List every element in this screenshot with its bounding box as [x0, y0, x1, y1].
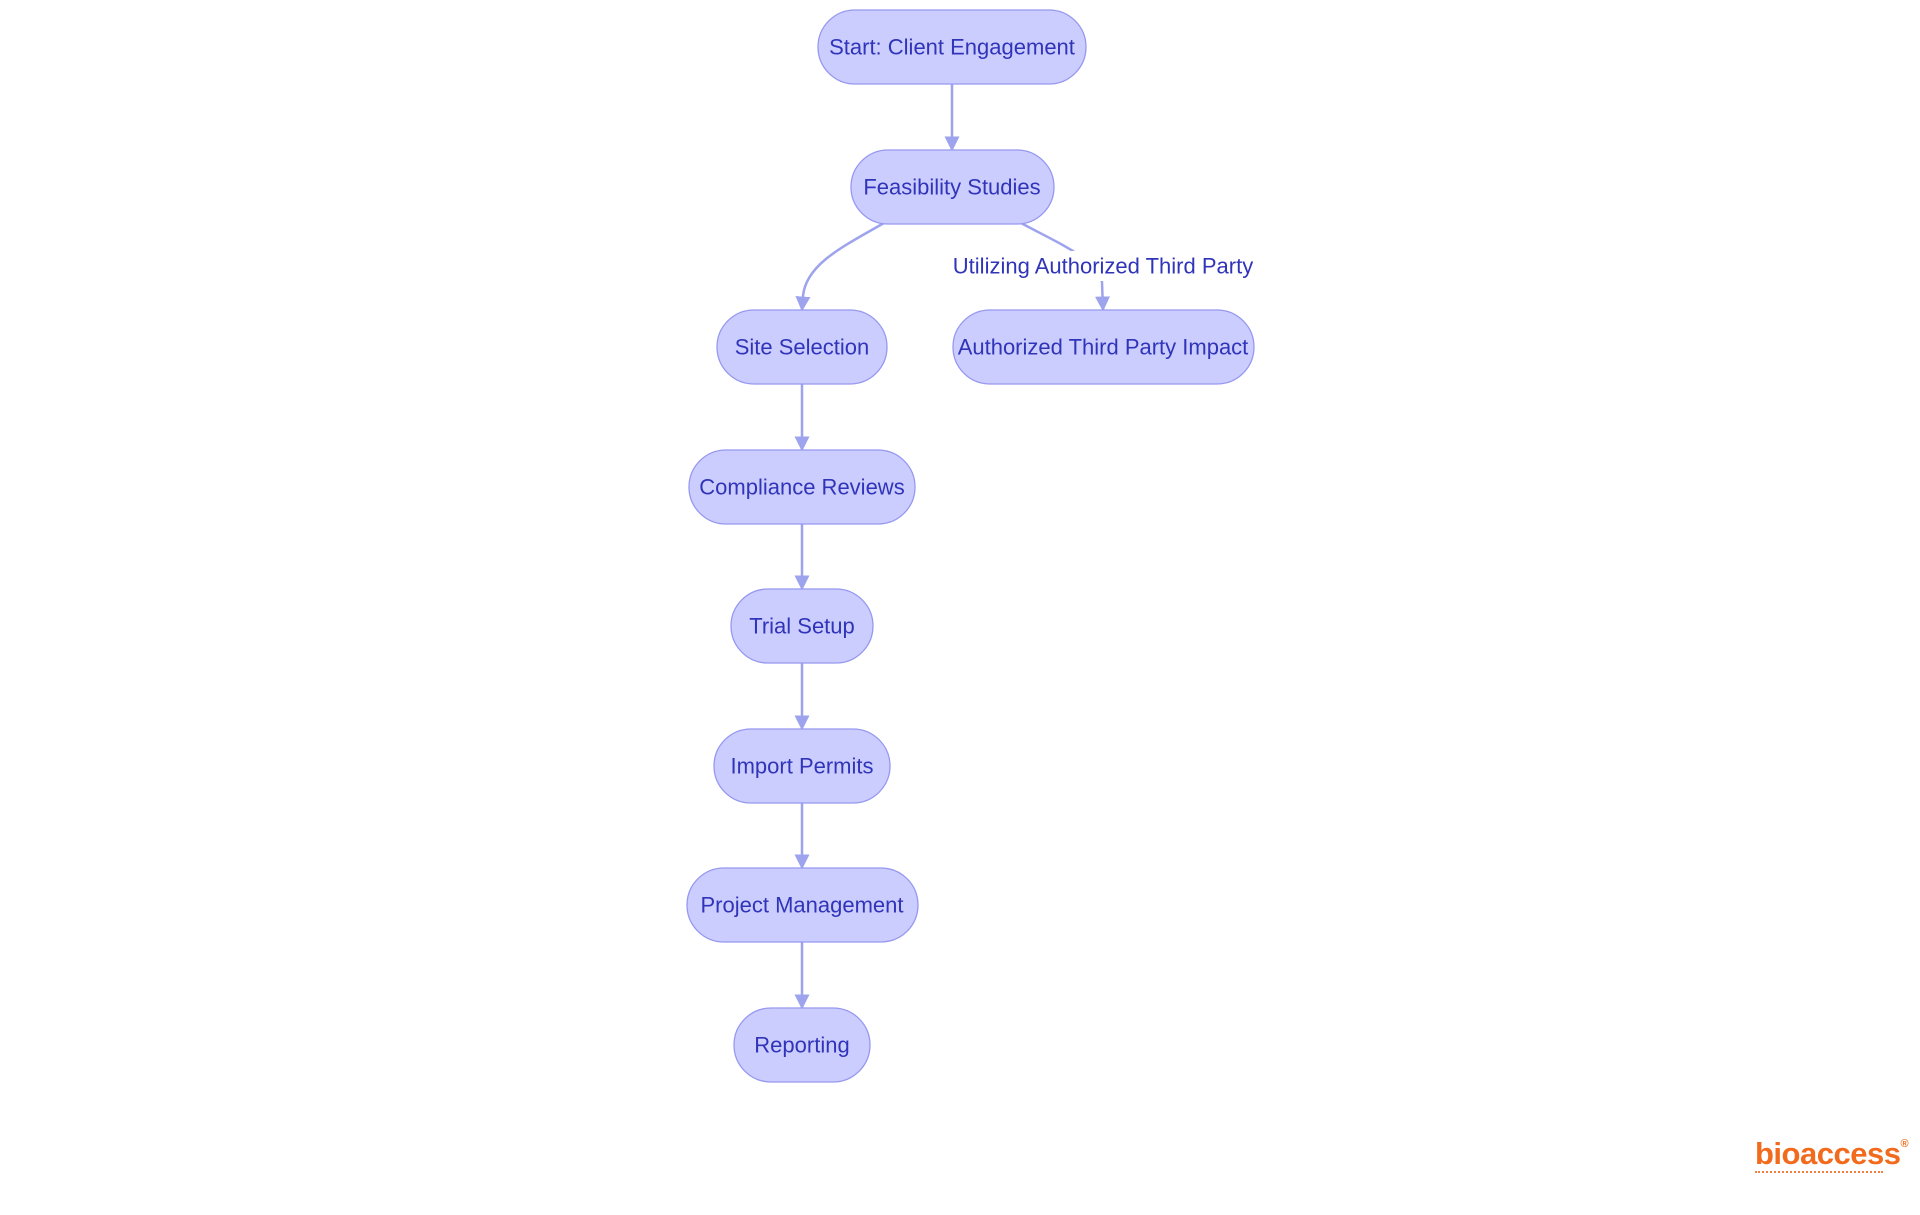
- node-site-selection[interactable]: Site Selection: [716, 309, 888, 385]
- edge-label-third-party: Utilizing Authorized Third Party: [953, 251, 1253, 281]
- node-compliance-reviews-label: Compliance Reviews: [699, 475, 904, 500]
- edge-feasibility-to-site-selection: [795, 221, 885, 312]
- logo-tagline: [1755, 1171, 1883, 1176]
- node-trial-setup-label: Trial Setup: [749, 614, 855, 639]
- node-compliance-reviews[interactable]: Compliance Reviews: [688, 449, 916, 525]
- node-reporting-label: Reporting: [754, 1033, 849, 1058]
- node-project-management[interactable]: Project Management: [686, 867, 919, 943]
- node-trial-setup[interactable]: Trial Setup: [730, 588, 874, 664]
- node-project-management-label: Project Management: [701, 893, 904, 918]
- node-feasibility-studies[interactable]: Feasibility Studies: [850, 149, 1055, 225]
- node-start[interactable]: Start: Client Engagement: [817, 9, 1087, 85]
- node-import-permits-label: Import Permits: [730, 754, 873, 779]
- node-import-permits[interactable]: Import Permits: [713, 728, 891, 804]
- node-start-label: Start: Client Engagement: [829, 35, 1075, 60]
- node-third-party-impact-label: Authorized Third Party Impact: [958, 335, 1249, 360]
- node-feasibility-studies-label: Feasibility Studies: [863, 175, 1040, 200]
- node-third-party-impact[interactable]: Authorized Third Party Impact: [952, 309, 1255, 385]
- logo-wordmark: bioaccess: [1755, 1136, 1901, 1171]
- node-site-selection-label: Site Selection: [735, 335, 870, 360]
- edge-label-text: Utilizing Authorized Third Party: [953, 254, 1253, 279]
- logo-registered-mark: ®: [1900, 1138, 1909, 1150]
- bioaccess-logo: bioaccess®: [1755, 1138, 1909, 1176]
- node-reporting[interactable]: Reporting: [733, 1007, 871, 1083]
